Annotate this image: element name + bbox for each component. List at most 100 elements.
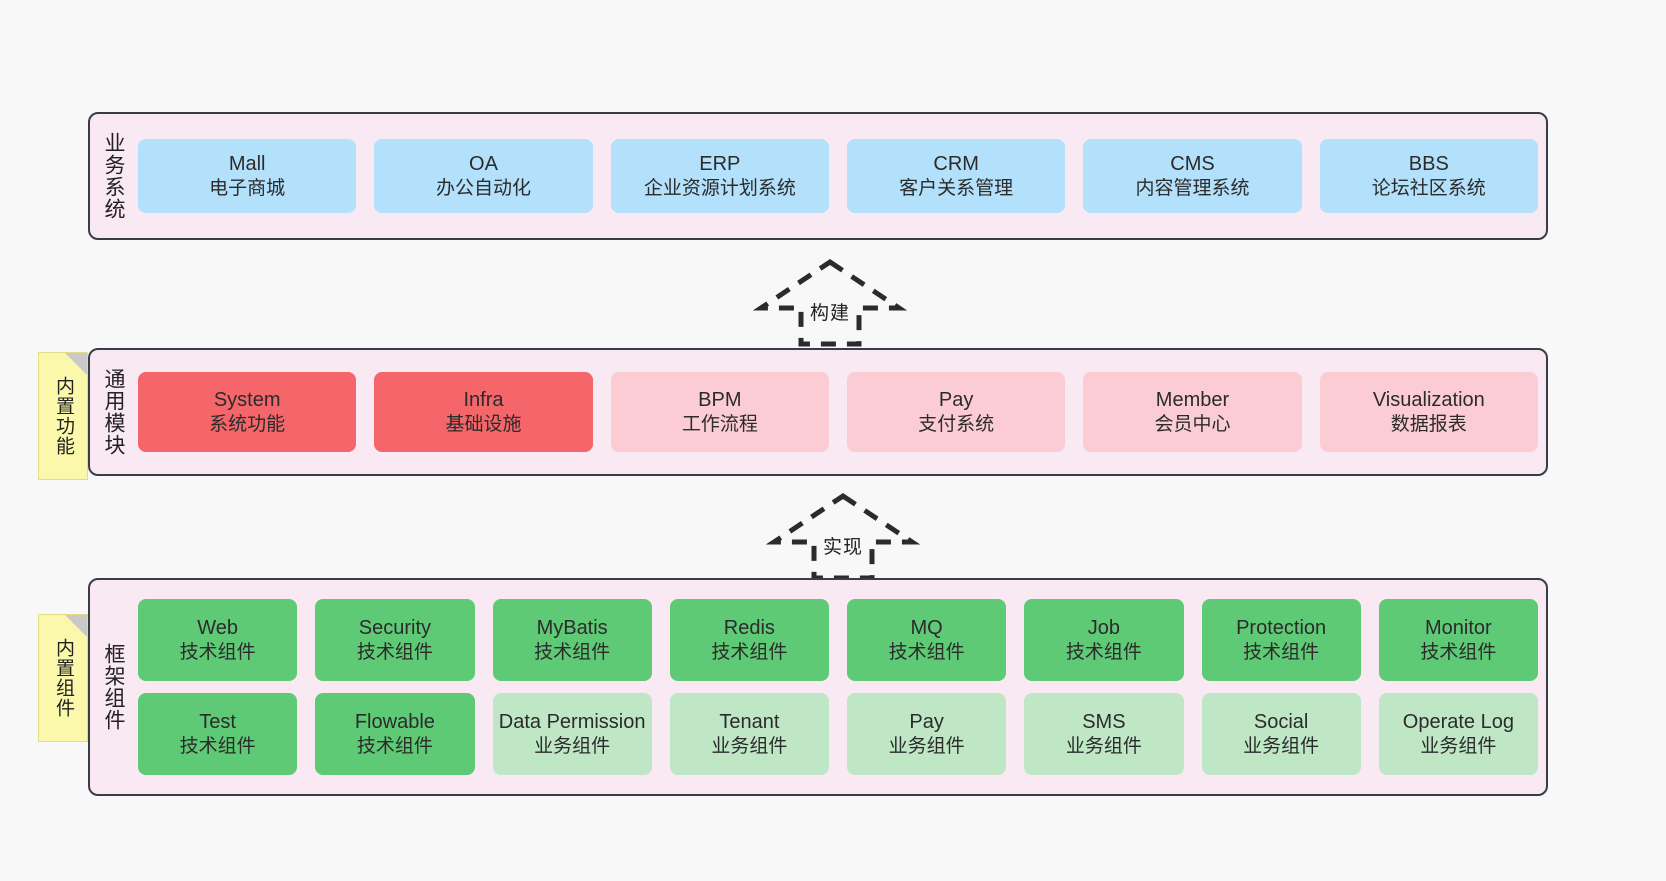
card-sms[interactable]: SMS 业务组件 [1024, 693, 1184, 775]
card-social[interactable]: Social 业务组件 [1201, 693, 1361, 775]
card-pay-component[interactable]: Pay 业务组件 [847, 693, 1007, 775]
layer-title-business: 业务系统 [101, 132, 125, 220]
card-title-en: Redis [723, 617, 775, 640]
card-title-cn: 系统功能 [209, 413, 286, 435]
card-mq[interactable]: MQ 技术组件 [847, 599, 1007, 681]
card-title-en: ERP [699, 153, 741, 176]
card-title-en: Monitor [1425, 617, 1492, 640]
card-title-cn: 业务组件 [1065, 735, 1142, 757]
arrow-implement-up: 实现 [765, 492, 921, 581]
card-erp[interactable]: ERP 企业资源计划系统 [610, 139, 829, 213]
card-data-permission[interactable]: Data Permission 业务组件 [492, 693, 652, 775]
card-title-cn: 办公自动化 [435, 177, 531, 199]
card-crm[interactable]: CRM 客户关系管理 [846, 139, 1066, 213]
arrow-label-implement: 实现 [822, 537, 863, 558]
card-title-en: MyBatis [536, 617, 608, 640]
framework-card-row-1: Web 技术组件 Security 技术组件 MyBatis 技术组件 Redi… [138, 599, 1538, 681]
arrow-label-build: 构建 [809, 303, 850, 324]
layer-business-systems: 业务系统 Mall 电子商城 OA 办公自动化 ERP 企业资源计划系统 CRM… [88, 112, 1548, 240]
sticky-note-label: 内置功能 [53, 376, 75, 456]
card-title-en: CRM [933, 153, 979, 176]
card-title-en: Flowable [354, 711, 435, 734]
card-title-cn: 业务组件 [711, 735, 788, 757]
card-title-en: OA [469, 153, 498, 176]
card-title-en: Infra [463, 389, 504, 412]
card-test[interactable]: Test 技术组件 [138, 693, 298, 775]
card-title-cn: 技术组件 [711, 641, 788, 663]
sticky-note-built-in-features: 内置功能 [38, 352, 88, 480]
card-oa[interactable]: OA 办公自动化 [374, 139, 593, 213]
card-flowable[interactable]: Flowable 技术组件 [315, 693, 475, 775]
modules-card-row: System 系统功能 Infra 基础设施 BPM 工作流程 Pay 支付系统… [138, 372, 1538, 452]
card-title-en: Web [197, 617, 238, 640]
card-title-en: BBS [1408, 153, 1449, 176]
card-operate-log[interactable]: Operate Log 业务组件 [1378, 693, 1538, 775]
card-cms[interactable]: CMS 内容管理系统 [1083, 139, 1302, 213]
card-system[interactable]: System 系统功能 [138, 372, 357, 452]
layer-body-framework: Web 技术组件 Security 技术组件 MyBatis 技术组件 Redi… [136, 580, 1546, 794]
card-title-cn: 客户关系管理 [899, 177, 1014, 199]
card-title-en: Member [1155, 389, 1230, 412]
card-monitor[interactable]: Monitor 技术组件 [1378, 599, 1538, 681]
card-protection[interactable]: Protection 技术组件 [1201, 599, 1361, 681]
card-title-cn: 业务组件 [1243, 735, 1320, 757]
sticky-note-built-in-components: 内置组件 [38, 614, 88, 742]
arrow-outline [752, 258, 908, 347]
card-title-en: Security [358, 617, 431, 640]
card-title-cn: 工作流程 [681, 413, 758, 435]
card-pay-module[interactable]: Pay 支付系统 [846, 372, 1066, 452]
card-title-cn: 技术组件 [888, 641, 965, 663]
card-mall[interactable]: Mall 电子商城 [138, 139, 357, 213]
card-visualization[interactable]: Visualization 数据报表 [1319, 372, 1538, 452]
card-title-cn: 技术组件 [356, 735, 433, 757]
card-title-en: Operate Log [1402, 711, 1514, 734]
card-title-en: BPM [698, 389, 742, 412]
card-title-en: Job [1087, 617, 1120, 640]
card-title-en: Visualization [1372, 389, 1485, 412]
card-title-en: Test [199, 711, 236, 734]
card-title-en: Tenant [719, 711, 780, 734]
layer-common-modules: 通用模块 System 系统功能 Infra 基础设施 BPM 工作流程 Pay… [88, 348, 1548, 476]
card-title-cn: 技术组件 [179, 641, 256, 663]
card-title-cn: 技术组件 [1243, 641, 1320, 663]
card-web[interactable]: Web 技术组件 [138, 599, 298, 681]
card-security[interactable]: Security 技术组件 [315, 599, 475, 681]
card-title-cn: 技术组件 [356, 641, 433, 663]
card-title-en: SMS [1082, 711, 1126, 734]
card-infra[interactable]: Infra 基础设施 [374, 372, 593, 452]
card-member[interactable]: Member 会员中心 [1083, 372, 1302, 452]
card-tenant[interactable]: Tenant 业务组件 [669, 693, 829, 775]
card-title-cn: 支付系统 [918, 413, 995, 435]
card-bpm[interactable]: BPM 工作流程 [610, 372, 829, 452]
card-title-cn: 业务组件 [534, 735, 611, 757]
layer-title-modules: 通用模块 [101, 368, 125, 456]
card-title-cn: 技术组件 [534, 641, 611, 663]
card-title-en: Mall [228, 153, 266, 176]
card-redis[interactable]: Redis 技术组件 [669, 599, 829, 681]
card-title-cn: 技术组件 [179, 735, 256, 757]
card-bbs[interactable]: BBS 论坛社区系统 [1319, 139, 1538, 213]
card-title-en: Pay [938, 389, 974, 412]
card-title-en: CMS [1170, 153, 1215, 176]
layer-body-business: Mall 电子商城 OA 办公自动化 ERP 企业资源计划系统 CRM 客户关系… [136, 114, 1546, 238]
card-title-cn: 基础设施 [445, 413, 522, 435]
layer-body-modules: System 系统功能 Infra 基础设施 BPM 工作流程 Pay 支付系统… [136, 350, 1546, 474]
card-title-cn: 技术组件 [1420, 641, 1497, 663]
card-mybatis[interactable]: MyBatis 技术组件 [492, 599, 652, 681]
card-title-cn: 论坛社区系统 [1371, 177, 1486, 199]
card-title-en: Pay [909, 711, 944, 734]
card-job[interactable]: Job 技术组件 [1024, 599, 1184, 681]
framework-card-row-2: Test 技术组件 Flowable 技术组件 Data Permission … [138, 693, 1538, 775]
card-title-cn: 电子商城 [209, 177, 286, 199]
card-title-cn: 数据报表 [1390, 413, 1467, 435]
arrow-build-up: 构建 [752, 258, 908, 347]
card-title-en: Data Permission [498, 711, 646, 734]
sticky-note-label: 内置组件 [53, 638, 75, 718]
card-title-cn: 会员中心 [1154, 413, 1231, 435]
card-title-en: Protection [1236, 617, 1327, 640]
card-title-en: MQ [910, 617, 943, 640]
business-card-row: Mall 电子商城 OA 办公自动化 ERP 企业资源计划系统 CRM 客户关系… [138, 139, 1538, 213]
card-title-cn: 技术组件 [1065, 641, 1142, 663]
layer-framework-components: 框架组件 Web 技术组件 Security 技术组件 MyBatis 技术组件… [88, 578, 1548, 796]
